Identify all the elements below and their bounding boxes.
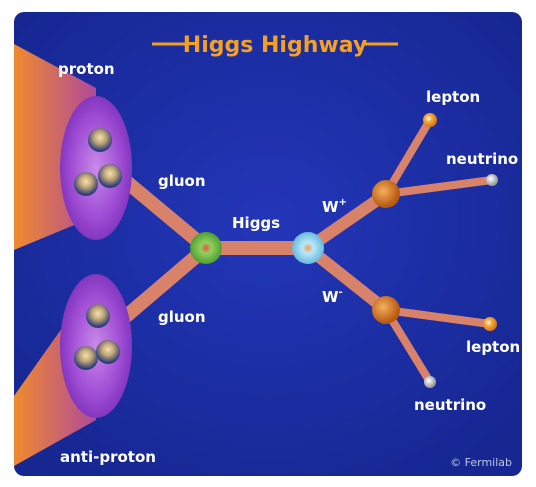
w-minus-vertex [372,296,400,324]
w-plus-vertex [372,180,400,208]
diagram-title: Higgs Highway [183,33,367,58]
gluon-top-label: gluon [158,172,206,190]
lepton-track-top [382,116,434,198]
fermilab-credit: © Fermilab [450,456,512,469]
quark [98,164,122,188]
proton-body [60,96,132,240]
w-minus-track [302,242,392,316]
higgs-label: Higgs [232,214,280,232]
lepton-top-particle [423,113,437,127]
neutrino-bottom-particle [424,376,436,388]
gluon-bottom-label: gluon [158,308,206,326]
lepton-top-label: lepton [426,88,480,106]
proton-particle [60,96,132,240]
neutrino-track-bottom [382,306,434,386]
quark [74,172,98,196]
neutrino-top-label: neutrino [446,150,518,168]
neutrino-top-particle [486,174,498,186]
w-minus-label: W- [322,287,343,306]
lepton-track-bottom [382,306,494,328]
lepton-bottom-label: lepton [466,338,520,356]
gluon-fusion-vertex [190,232,222,264]
anti-proton-label: anti-proton [60,448,156,466]
neutrino-track-top [382,176,496,198]
anti-proton-body [60,274,132,418]
proton-label: proton [58,60,115,78]
w-plus-label: W+ [322,197,347,216]
quark [88,128,112,152]
quark [74,346,98,370]
quark [96,340,120,364]
neutrino-bottom-label: neutrino [414,396,486,414]
higgs-decay-vertex [292,232,324,264]
quark [86,304,110,328]
lepton-bottom-particle [483,317,497,331]
anti-proton-particle [60,274,132,418]
